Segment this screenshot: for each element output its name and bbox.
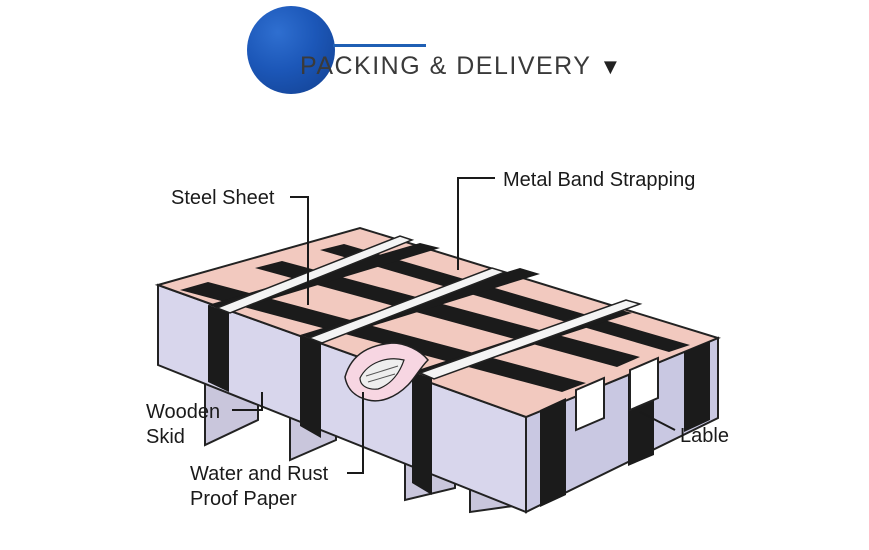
section-header: PACKING & DELIVERY ▼	[0, 0, 869, 110]
section-title-text: PACKING & DELIVERY	[300, 52, 592, 80]
triangle-down-icon: ▼	[599, 54, 623, 79]
label-lable: Lable	[680, 425, 729, 447]
label-wooden-skid-line2: Skid	[146, 426, 185, 448]
metal-bands	[214, 235, 643, 380]
label-steel-sheet: Steel Sheet	[171, 187, 275, 209]
label-metal-band-strapping: Metal Band Strapping	[503, 169, 695, 191]
header-circle-decoration	[247, 6, 335, 94]
label-paper-line2: Proof Paper	[190, 488, 297, 510]
label-tags	[575, 356, 659, 432]
header-rule	[333, 44, 426, 47]
label-paper-line1: Water and Rust	[190, 463, 329, 485]
leader-lines	[232, 177, 676, 474]
label-wooden-skid-line1: Wooden	[146, 401, 220, 423]
rust-proof-paper-reveal	[344, 342, 430, 402]
section-title: PACKING & DELIVERY ▼	[300, 50, 623, 83]
